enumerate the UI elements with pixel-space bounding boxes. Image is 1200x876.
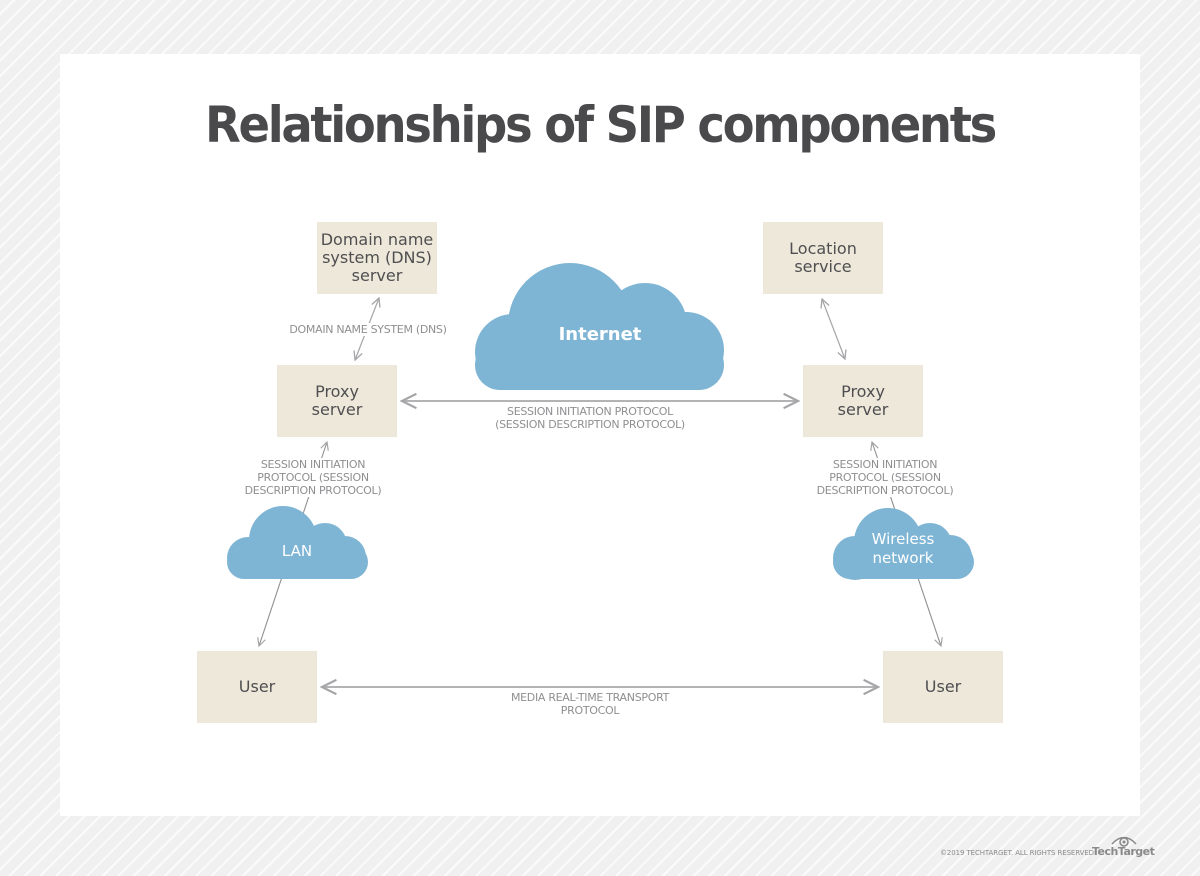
copyright-text: ©2019 TECHTARGET. ALL RIGHTS RESERVED	[940, 849, 1094, 857]
user-to-user-label: MEDIA REAL-TIME TRANSPORT PROTOCOL	[510, 691, 670, 717]
user-right-label: User	[924, 677, 962, 696]
proxy-server-right-label: Proxy server	[837, 382, 889, 419]
lan-cloud-shape	[227, 506, 368, 579]
location-service-node: Location service	[763, 222, 883, 294]
eye-icon	[1111, 836, 1137, 847]
diagram-title: Relationships of SIP components	[205, 96, 997, 154]
location-service-label: Location service	[789, 239, 857, 276]
proxy-to-proxy-label: SESSION INITIATION PROTOCOL (SESSION DES…	[495, 405, 685, 431]
proxy-server-right-node: Proxy server	[803, 365, 923, 437]
user-right-node: User	[883, 651, 1003, 723]
lan-cloud-label: LAN	[281, 542, 313, 560]
dns-server-label: Domain name system (DNS) server	[320, 230, 434, 285]
left-proxy-lan-label: SESSION INITIATION PROTOCOL (SESSION DES…	[236, 458, 390, 497]
internet-cloud-label: Internet	[558, 324, 642, 345]
proxy-server-left-node: Proxy server	[277, 365, 397, 437]
wireless-cloud-label: Wireless network	[871, 530, 935, 567]
connector-location-proxy	[822, 299, 845, 359]
techtarget-logo: TechTarget	[1092, 845, 1155, 858]
dns-server-node: Domain name system (DNS) server	[317, 222, 437, 294]
dns-link-label: DOMAIN NAME SYSTEM (DNS)	[278, 323, 458, 336]
user-left-label: User	[238, 677, 276, 696]
right-proxy-wireless-label: SESSION INITIATION PROTOCOL (SESSION DES…	[808, 458, 962, 497]
proxy-server-left-label: Proxy server	[311, 382, 363, 419]
wireless-cloud-shape	[833, 508, 974, 580]
internet-cloud-shape	[475, 263, 724, 390]
user-left-node: User	[197, 651, 317, 723]
